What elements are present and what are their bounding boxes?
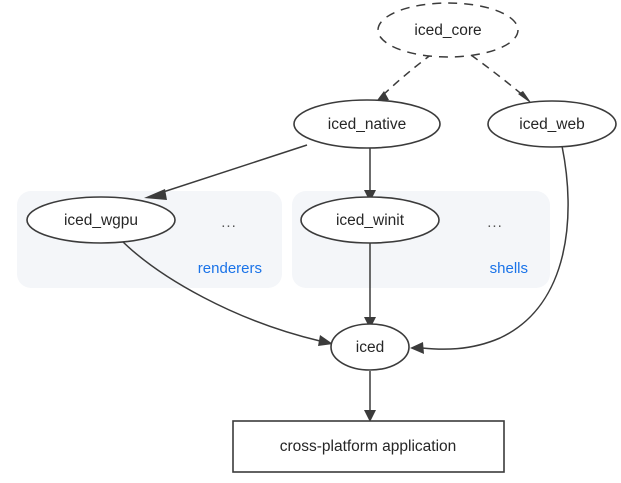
arrowhead-iced_winit bbox=[364, 190, 376, 202]
node-cross-platform-application[interactable]: cross-platform application bbox=[232, 420, 505, 473]
node-iced_native-label: iced_native bbox=[328, 116, 406, 133]
edge-iced_winit-to-iced bbox=[364, 243, 376, 329]
arrowhead-application bbox=[364, 410, 376, 422]
node-iced_core-shape[interactable] bbox=[377, 2, 519, 58]
arrowhead-iced_web bbox=[518, 91, 532, 104]
node-iced-shape[interactable] bbox=[330, 323, 410, 371]
node-iced-label: iced bbox=[356, 339, 384, 356]
cluster-renderers-ellipsis: ... bbox=[221, 214, 237, 231]
node-iced_web[interactable]: iced_web bbox=[487, 100, 617, 148]
arrowhead-iced-from-wgpu bbox=[318, 335, 333, 346]
node-iced_wgpu[interactable]: iced_wgpu bbox=[26, 196, 176, 244]
node-iced_winit-shape[interactable] bbox=[300, 196, 440, 244]
node-iced[interactable]: iced bbox=[330, 323, 410, 371]
node-iced_web-shape[interactable] bbox=[487, 100, 617, 148]
node-application-shape[interactable] bbox=[232, 420, 505, 473]
node-iced_core[interactable]: iced_core bbox=[377, 2, 519, 58]
node-iced_native-shape[interactable] bbox=[293, 99, 441, 149]
edge-iced_web-to-iced bbox=[410, 145, 569, 354]
node-iced_wgpu-shape[interactable] bbox=[26, 196, 176, 244]
cluster-shells-ellipsis: ... bbox=[487, 214, 503, 231]
arrowhead-iced_wgpu bbox=[144, 189, 167, 200]
node-iced_web-label: iced_web bbox=[519, 116, 585, 133]
edge-iced_core-to-iced_web bbox=[470, 54, 532, 104]
node-iced_core-label: iced_core bbox=[414, 22, 481, 39]
edge-iced_core-to-iced_native bbox=[375, 53, 433, 103]
cluster-shells-label: shells bbox=[490, 260, 528, 277]
node-iced_winit[interactable]: iced_winit bbox=[300, 196, 440, 244]
arrowhead-iced-from-winit bbox=[364, 317, 376, 329]
arrowhead-iced-from-web bbox=[410, 342, 424, 354]
edge-iced_wgpu-to-iced bbox=[121, 240, 333, 346]
edge-iced_native-to-iced_wgpu bbox=[144, 144, 308, 200]
node-iced_native[interactable]: iced_native bbox=[293, 99, 441, 149]
node-iced_wgpu-label: iced_wgpu bbox=[64, 212, 138, 229]
edge-iced-to-application bbox=[364, 371, 376, 422]
node-iced_winit-label: iced_winit bbox=[336, 212, 405, 229]
node-application-label: cross-platform application bbox=[280, 438, 457, 455]
edge-iced_native-to-iced_winit bbox=[364, 147, 376, 202]
cluster-renderers-label: renderers bbox=[198, 260, 262, 277]
